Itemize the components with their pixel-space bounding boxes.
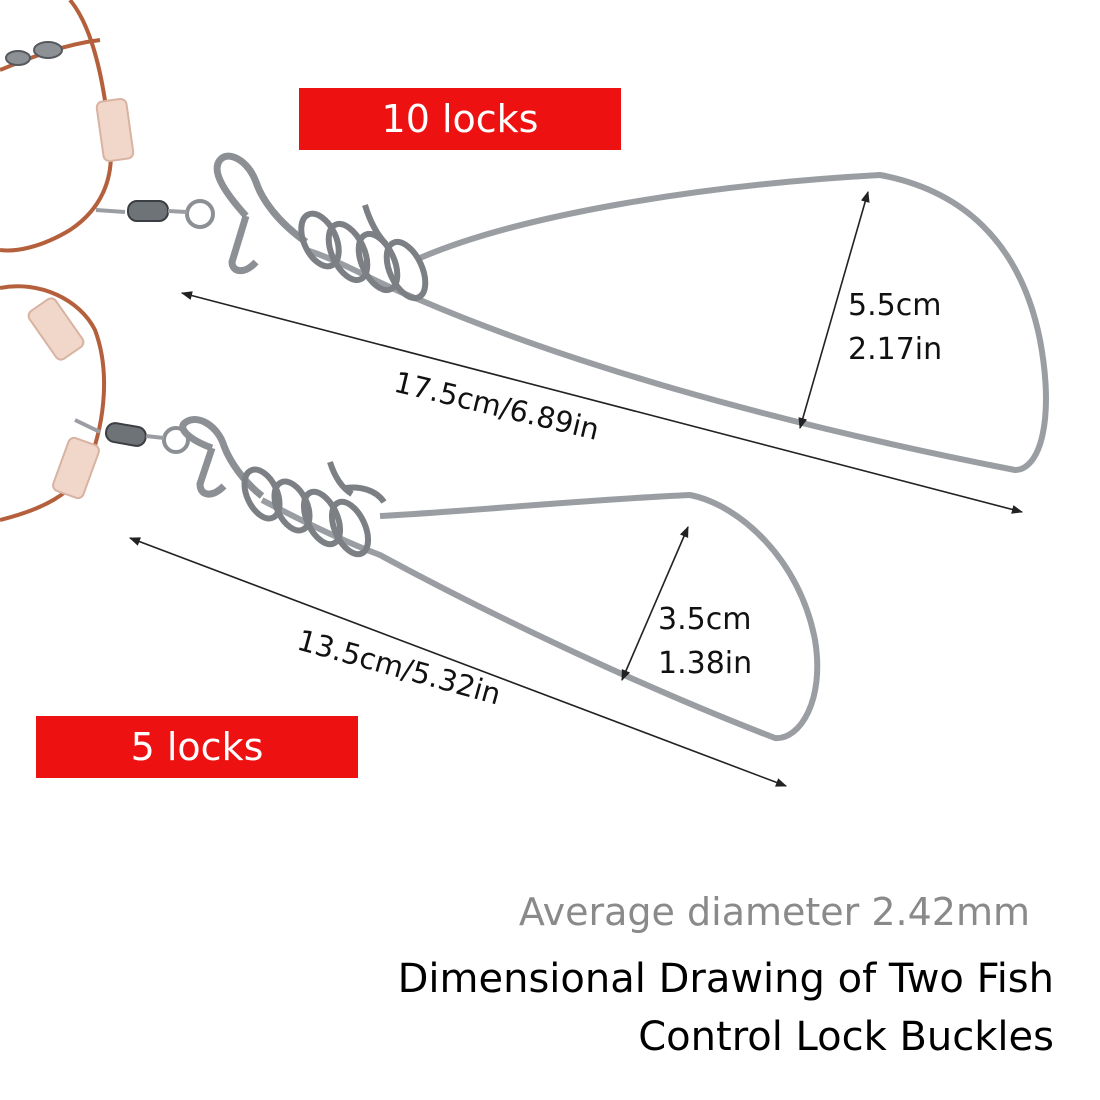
small-height-cm: 3.5cm [658, 602, 752, 637]
big-lock-count-label: 10 locks [299, 88, 621, 150]
big-lock-count-text: 10 locks [381, 97, 539, 141]
top-swivel [5, 41, 135, 163]
small-length-arrow [128, 537, 788, 787]
small-height-label: 3.5cm 1.38in [658, 598, 752, 686]
big-height-arrow [798, 190, 870, 430]
lower-cord [0, 284, 107, 522]
drawing-title-line-1: Dimensional Drawing of Two Fish [397, 956, 1054, 1002]
average-diameter-text: Average diameter 2.42mm [518, 890, 1030, 934]
drawing-title: Dimensional Drawing of Two Fish Control … [294, 950, 1054, 1066]
big-height-label: 5.5cm 2.17in [848, 284, 942, 372]
drawing-title-line-2: Control Lock Buckles [638, 1014, 1054, 1060]
small-height-in: 1.38in [658, 646, 753, 681]
big-length-arrow [180, 291, 1024, 514]
top-cord [0, 0, 113, 253]
small-height-arrow [621, 525, 689, 682]
small-lock-count-label: 5 locks [36, 716, 358, 778]
big-height-cm: 5.5cm [848, 288, 942, 323]
big-height-in: 2.17in [848, 332, 943, 367]
lower-sleeves [27, 297, 100, 500]
small-lock-count-text: 5 locks [130, 725, 264, 769]
